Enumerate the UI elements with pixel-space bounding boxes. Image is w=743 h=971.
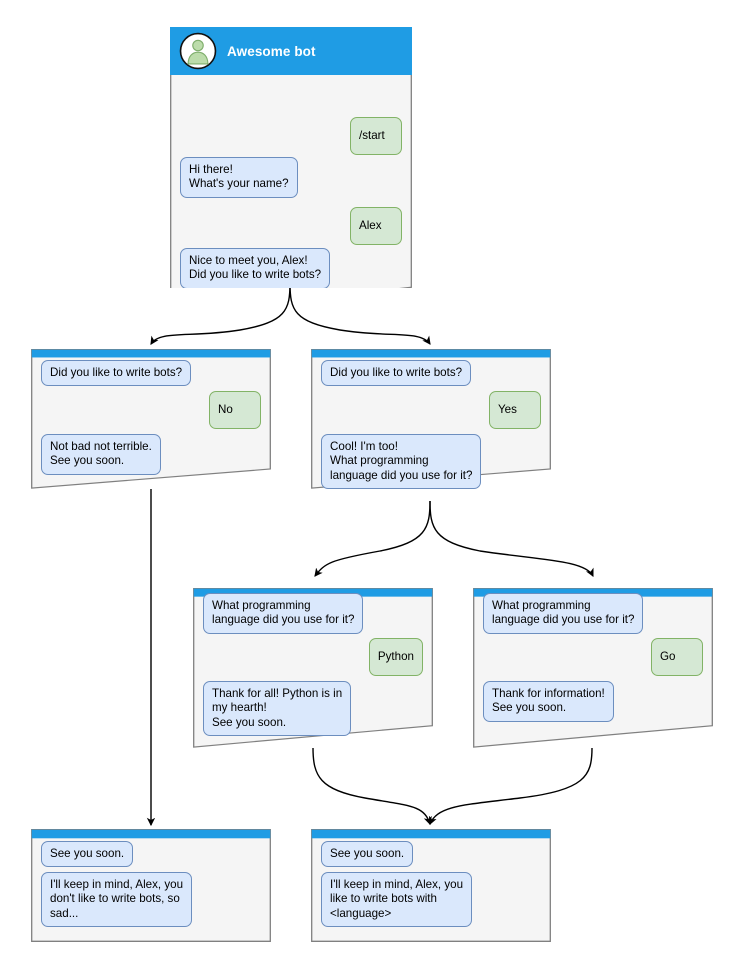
message-row: Thank for all! Python is in my hearth! S… — [203, 681, 423, 737]
card-content-clip: What programming language did you use fo… — [193, 588, 433, 748]
user-message-bubble[interactable]: Python — [368, 638, 423, 677]
message-row: I'll keep in mind, Alex, you don't like … — [41, 872, 261, 928]
message-row: Hi there! What's your name? — [180, 157, 402, 198]
edge-python-to-end-yes — [312, 747, 432, 826]
chat-screen-end-yes[interactable]: See you soon. I'll keep in mind, Alex, y… — [311, 829, 551, 942]
message-row: Did you like to write bots? — [321, 360, 541, 387]
message-row: /start — [180, 117, 402, 156]
bot-message-bubble[interactable]: See you soon. — [321, 841, 414, 868]
message-row: What programming language did you use fo… — [483, 593, 703, 634]
chat-screen-lang-python[interactable]: What programming language did you use fo… — [193, 588, 433, 748]
edge-yes-to-python — [314, 500, 431, 577]
message-row: See you soon. — [41, 841, 261, 868]
card-content-clip: See you soon. I'll keep in mind, Alex, y… — [311, 829, 551, 942]
bot-message-bubble[interactable]: Thank for information! See you soon. — [483, 681, 614, 722]
bot-message-bubble[interactable]: Thank for all! Python is in my hearth! S… — [203, 681, 352, 737]
message-row: No — [41, 391, 261, 430]
chat-screen-lang-go[interactable]: What programming language did you use fo… — [473, 588, 713, 748]
user-message-bubble[interactable]: Go — [651, 638, 703, 677]
edge-start-to-yes — [289, 282, 431, 345]
card-content-clip: Awesome bot /start Hi there! What's your… — [170, 27, 412, 288]
bot-message-bubble[interactable]: I'll keep in mind, Alex, you like to wri… — [321, 872, 473, 928]
message-row: Not bad not terrible. See you soon. — [41, 434, 261, 475]
card-content-clip: Did you like to write bots? No Not bad n… — [31, 349, 271, 489]
message-row: I'll keep in mind, Alex, you like to wri… — [321, 872, 541, 928]
user-message-bubble[interactable]: Alex — [350, 207, 402, 246]
message-row: Cool! I'm too! What programming language… — [321, 434, 541, 489]
bot-message-bubble[interactable]: I'll keep in mind, Alex, you don't like … — [41, 872, 193, 928]
message-row: Go — [483, 638, 703, 677]
message-row: See you soon. — [321, 841, 541, 868]
message-row: Did you like to write bots? — [41, 360, 261, 387]
bot-message-bubble[interactable]: Cool! I'm too! What programming language… — [321, 434, 482, 489]
chat-screen-end-no[interactable]: See you soon. I'll keep in mind, Alex, y… — [31, 829, 271, 942]
chat-screen-answer-no[interactable]: Did you like to write bots? No Not bad n… — [31, 349, 271, 489]
bot-header-bar: Awesome bot — [170, 27, 412, 75]
message-row: Python — [203, 638, 423, 677]
message-row: Alex — [180, 207, 402, 246]
edge-go-to-end-yes — [428, 747, 593, 826]
bot-message-bubble[interactable]: See you soon. — [41, 841, 134, 868]
person-avatar-icon — [179, 32, 217, 70]
message-row: What programming language did you use fo… — [203, 593, 423, 634]
bot-message-bubble[interactable]: Hi there! What's your name? — [180, 157, 298, 198]
message-row: Yes — [321, 391, 541, 430]
bot-name-label: Awesome bot — [227, 43, 316, 59]
chat-screen-start[interactable]: Awesome bot /start Hi there! What's your… — [170, 27, 412, 288]
bot-message-bubble[interactable]: Did you like to write bots? — [41, 360, 192, 387]
bot-message-bubble[interactable]: Nice to meet you, Alex! Did you like to … — [180, 248, 331, 288]
bot-message-bubble[interactable]: What programming language did you use fo… — [203, 593, 364, 634]
bot-message-bubble[interactable]: Not bad not terrible. See you soon. — [41, 434, 161, 475]
edge-yes-to-go — [429, 500, 594, 578]
message-row: Nice to meet you, Alex! Did you like to … — [180, 248, 402, 288]
user-message-bubble[interactable]: Yes — [489, 391, 541, 430]
bot-message-bubble[interactable]: What programming language did you use fo… — [483, 593, 644, 634]
message-row: Thank for information! See you soon. — [483, 681, 703, 722]
card-content-clip: See you soon. I'll keep in mind, Alex, y… — [31, 829, 271, 942]
card-content-clip: Did you like to write bots? Yes Cool! I'… — [311, 349, 551, 489]
user-message-bubble[interactable]: No — [209, 391, 261, 430]
edge-start-to-no — [150, 282, 291, 345]
bot-message-bubble[interactable]: Did you like to write bots? — [321, 360, 472, 387]
card-content-clip: What programming language did you use fo… — [473, 588, 713, 748]
chat-screen-answer-yes[interactable]: Did you like to write bots? Yes Cool! I'… — [311, 349, 551, 489]
user-message-bubble[interactable]: /start — [350, 117, 402, 156]
